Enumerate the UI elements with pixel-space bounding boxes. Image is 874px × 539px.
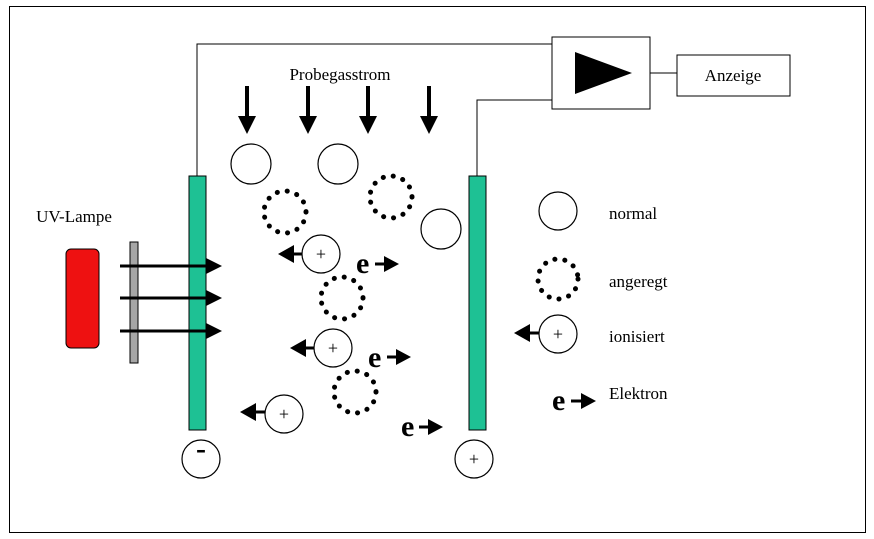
left-arrow-icon <box>514 324 530 342</box>
normal-molecule <box>230 143 272 185</box>
wire-right <box>476 99 552 176</box>
uv-filter <box>129 241 139 364</box>
ionized-molecule: + <box>240 394 304 434</box>
ionized-molecule: + <box>278 234 341 274</box>
uv-rays <box>120 258 222 339</box>
excited-molecule <box>331 368 379 416</box>
legend-normal-label: normal <box>609 204 657 223</box>
electron: e <box>368 341 411 374</box>
right-arrow-icon <box>428 419 443 435</box>
legend-normal-symbol <box>538 191 578 231</box>
negative-electrode <box>188 175 207 431</box>
normal-molecule <box>420 208 462 250</box>
display-box: Anzeige <box>676 54 791 97</box>
right-arrow-icon <box>120 258 222 274</box>
positive-terminal: + <box>454 439 494 479</box>
excited-molecule <box>261 188 309 236</box>
legend-ionized-label: ionisiert <box>609 327 665 346</box>
electron: e <box>356 247 399 280</box>
down-arrow-icon <box>420 86 438 134</box>
left-arrow-icon <box>240 403 256 421</box>
legend-electron-symbol: e <box>552 384 596 417</box>
down-arrow-icon <box>359 86 377 134</box>
left-arrow-icon <box>278 245 294 263</box>
negative-terminal: - <box>181 432 221 479</box>
positive-electrode <box>468 175 487 431</box>
right-arrow-icon <box>120 323 222 339</box>
ionized-molecule: + <box>290 328 353 368</box>
sample-gas-flow-label: Probegasstrom <box>289 65 390 84</box>
plus-sign: + <box>553 324 563 344</box>
diagram-frame <box>9 6 866 533</box>
legend-electron-label: Elektron <box>609 384 668 403</box>
amplifier-triangle-icon <box>575 52 632 94</box>
svg-text:e: e <box>401 410 414 443</box>
electron: e <box>401 410 443 443</box>
plus-sign: + <box>279 404 289 424</box>
svg-text:e: e <box>552 384 565 417</box>
down-arrow-icon <box>299 86 317 134</box>
uv-lamp-label: UV-Lampe <box>36 207 112 226</box>
display-label: Anzeige <box>705 66 762 85</box>
wire-left <box>196 43 552 176</box>
plus-sign: + <box>469 449 479 469</box>
normal-molecule <box>317 143 359 185</box>
plus-sign: + <box>328 338 338 358</box>
legend-excited-symbol <box>535 256 581 302</box>
svg-text:e: e <box>356 247 369 280</box>
plus-sign: + <box>316 244 326 264</box>
down-arrow-icon <box>238 86 256 134</box>
minus-sign: - <box>196 432 206 465</box>
legend-ionized-symbol: + <box>514 314 578 354</box>
legend: normal angeregt + ionisiert e Elektron <box>514 191 668 417</box>
excited-molecule <box>318 274 366 322</box>
right-arrow-icon <box>120 290 222 306</box>
uv-lamp <box>65 248 100 349</box>
legend-excited-label: angeregt <box>609 272 668 291</box>
right-arrow-icon <box>396 349 411 365</box>
amplifier <box>551 36 651 110</box>
gas-flow-arrows <box>238 86 438 134</box>
right-arrow-icon <box>384 256 399 272</box>
left-arrow-icon <box>290 339 306 357</box>
right-arrow-icon <box>581 393 596 409</box>
svg-text:e: e <box>368 341 381 374</box>
excited-molecule <box>367 173 415 221</box>
